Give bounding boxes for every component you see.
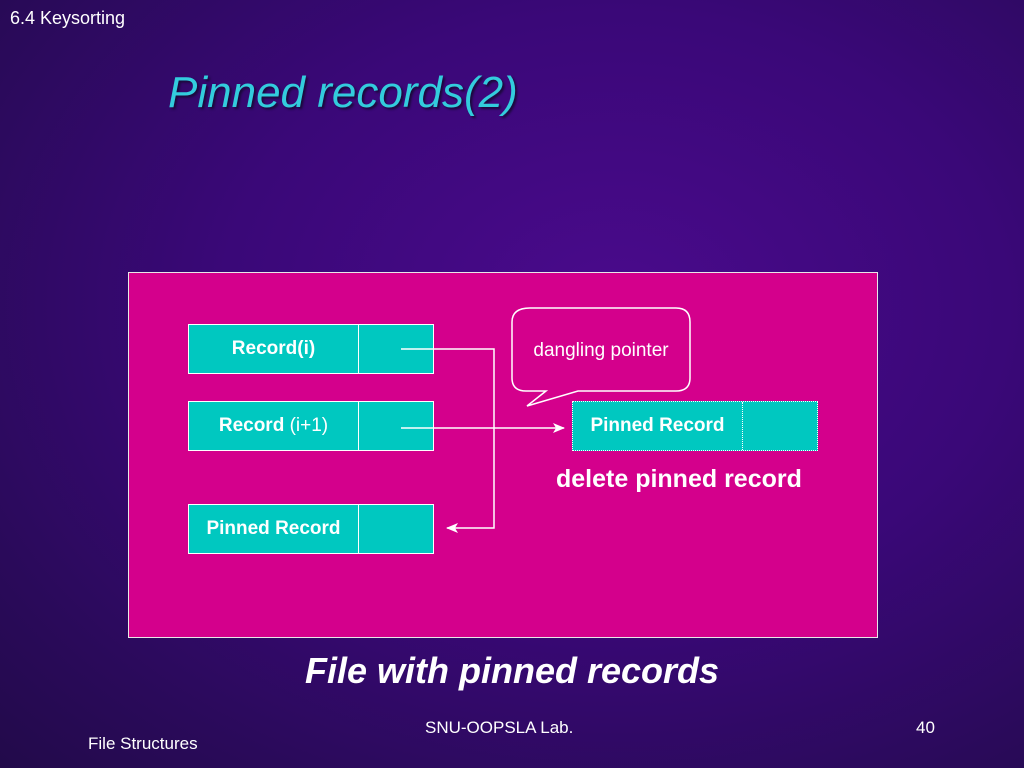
record-i-label: Record(i) xyxy=(189,325,359,373)
deleted-pinned-record-label: Pinned Record xyxy=(573,402,743,450)
record-i-text: Record(i) xyxy=(231,338,316,359)
section-label: 6.4 Keysorting xyxy=(10,8,126,28)
deleted-pinned-record-box: Pinned Record xyxy=(572,401,818,451)
pinned-record-text: Pinned Record xyxy=(206,518,341,539)
figure-caption: File with pinned records xyxy=(304,650,720,691)
footer-page-number: 40 xyxy=(916,718,935,737)
delete-pinned-record-label: delete pinned record xyxy=(556,465,802,493)
record-i-plus-1-box: Record (i+1) xyxy=(188,401,434,451)
record-i-plus-1-bold-text: Record xyxy=(218,415,285,436)
dangling-pointer-callout-bubble xyxy=(511,307,691,407)
footer-lab: SNU-OOPSLA Lab. xyxy=(425,718,574,737)
pinned-record-label: Pinned Record xyxy=(189,505,359,553)
dangling-pointer-callout: dangling pointer xyxy=(533,340,669,361)
slide-title: Pinned records(2) xyxy=(168,68,518,117)
pinned-record-box: Pinned Record xyxy=(188,504,434,554)
footer-course: File Structures xyxy=(88,734,198,753)
record-i-plus-1-label: Record (i+1) xyxy=(189,402,359,450)
record-i-plus-1-index-text: (i+1) xyxy=(284,415,329,436)
record-i-pointer-arrow xyxy=(401,348,495,533)
